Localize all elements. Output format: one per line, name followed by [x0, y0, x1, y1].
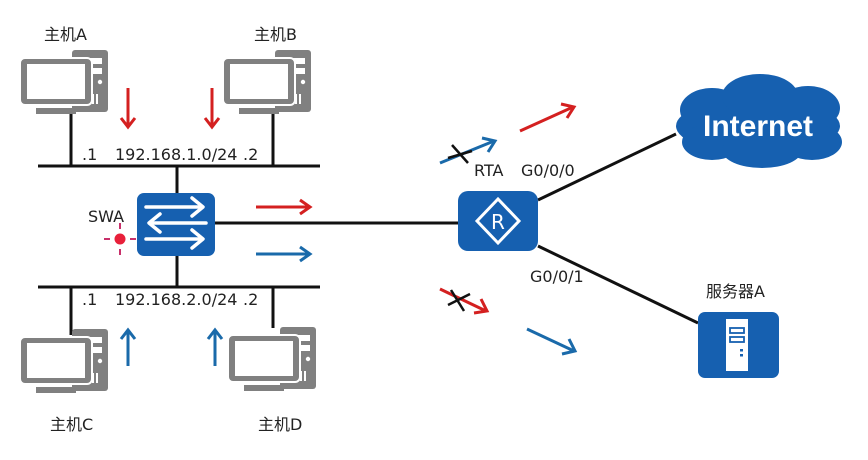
interface-g000-label: G0/0/0	[521, 161, 575, 180]
host-b-ip-suffix: .2	[243, 145, 258, 164]
internet-label: Internet	[703, 110, 813, 143]
switch-swa-label: SWA	[88, 207, 124, 226]
host-d-pc-icon[interactable]	[227, 326, 317, 392]
host-b-label: 主机B	[254, 25, 297, 44]
flow-arrow-red-to-internet	[519, 102, 577, 133]
host-a-pc-icon[interactable]	[19, 49, 109, 115]
host-a-ip-suffix: .1	[82, 145, 97, 164]
flow-arrow-hostA-down	[119, 88, 137, 130]
blocked-x-icon	[447, 144, 473, 164]
link-rta-server	[537, 244, 699, 325]
host-c-label: 主机C	[50, 415, 93, 434]
host-a-label: 主机A	[44, 25, 87, 44]
subnet-bottom-label: 192.168.2.0/24	[115, 290, 237, 309]
host-c-pc-icon[interactable]	[19, 328, 109, 394]
host-d-label: 主机D	[258, 415, 302, 434]
switch-swa-icon[interactable]	[137, 193, 215, 256]
router-rta-icon[interactable]: R	[458, 191, 538, 251]
flow-arrow-blue-to-router	[256, 245, 313, 263]
links	[38, 110, 699, 335]
flow-arrow-hostD-up	[206, 327, 224, 366]
router-glyph: R	[491, 210, 505, 234]
subnet-top-label: 192.168.1.0/24	[115, 145, 237, 164]
flow-arrow-hostC-up	[119, 327, 137, 366]
interface-g001-label: G0/0/1	[530, 267, 584, 286]
host-c-ip-suffix: .1	[82, 290, 97, 309]
server-a-icon[interactable]	[698, 312, 779, 378]
fault-indicator-icon	[104, 223, 136, 255]
flow-arrow-blue-to-server	[526, 327, 578, 356]
host-d-ip-suffix: .2	[243, 290, 258, 309]
flow-arrow-hostB-down	[203, 88, 221, 130]
link-rta-internet	[537, 132, 677, 202]
internet-cloud-icon[interactable]: Internet	[676, 74, 842, 168]
host-b-pc-icon[interactable]	[222, 49, 312, 115]
server-a-label: 服务器A	[706, 282, 765, 301]
flow-arrow-red-to-router	[256, 198, 313, 216]
flow-arrow-red-to-server-blocked	[439, 287, 490, 315]
router-rta-label: RTA	[474, 161, 503, 180]
blocked-x-icon	[447, 289, 471, 312]
flow-arrow-blue-to-internet-blocked	[439, 136, 498, 165]
